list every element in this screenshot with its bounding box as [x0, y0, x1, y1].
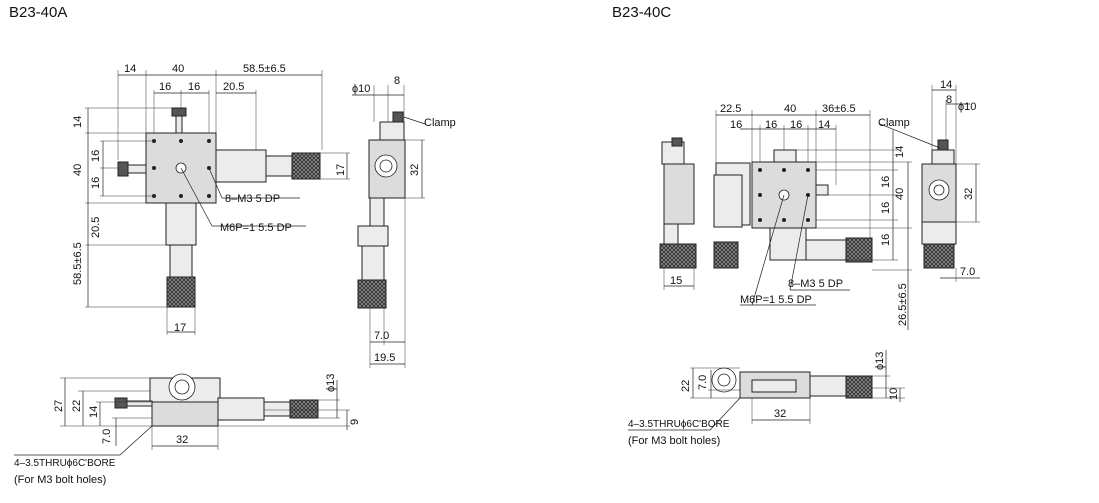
dim-14-side: 14	[88, 406, 100, 418]
dim-10: 10	[888, 388, 900, 400]
left-m3-holes	[152, 139, 211, 198]
dim-22-5: 22.5	[720, 103, 741, 115]
right-front-view	[628, 350, 905, 431]
dim-14-left: 14	[72, 116, 84, 128]
dim-9: 9	[349, 419, 361, 425]
label-clamp: Clamp	[878, 117, 910, 129]
dim-32-bottom: 32	[176, 434, 188, 446]
dim-17-right: 17	[335, 164, 347, 176]
right-top-view-labels: 22.5 40 36±6.5 16 16 16 14 14 16 40 16 1…	[670, 103, 909, 326]
dim-40-left: 40	[72, 164, 84, 176]
dim-58-top: 58.5±6.5	[243, 63, 286, 75]
dim-7-0-side: 7.0	[101, 429, 113, 444]
dim-7-0: 7.0	[374, 330, 389, 342]
dim-16c: 16	[790, 119, 802, 131]
left-model-title: B23-40A	[9, 4, 68, 21]
dim-32-side: 32	[963, 188, 975, 200]
right-x-knurl	[845, 237, 873, 263]
dim-27: 27	[53, 400, 65, 412]
dim-16a: 16	[159, 81, 171, 93]
dim-40: 40	[784, 103, 796, 115]
dim-32-side: 32	[409, 164, 421, 176]
left-side-knurl	[357, 279, 387, 309]
right-front-view-labels: 22 7.0 32 ϕ13 10 4–3.5THRUϕ6C'BORE (For …	[628, 352, 900, 447]
right-side-knurl	[923, 243, 955, 269]
dim-7-0-side: 7.0	[697, 375, 709, 390]
dim-16-left-b: 16	[90, 177, 102, 189]
left-side-clamp	[379, 121, 405, 141]
dim-40-top: 40	[172, 63, 184, 75]
right-model-title: B23-40C	[612, 4, 672, 21]
right-left-knurl	[659, 243, 697, 269]
right-m3-holes	[758, 168, 810, 222]
dim-58-left: 58.5±6.5	[72, 242, 84, 285]
left-front-view-labels: 27 22 14 7.0 32 ϕ13 9 4–3.5THRUϕ6C'BORE …	[14, 374, 361, 486]
left-clamp-knob	[171, 107, 187, 117]
dim-16a: 16	[730, 119, 742, 131]
left-x-micrometer-body	[215, 149, 267, 183]
dim-8: 8	[946, 94, 952, 106]
dim-8: 8	[394, 75, 400, 87]
label-m3-holes: 8–M3 5 DP	[788, 278, 843, 290]
dim-16-r1: 16	[880, 176, 892, 188]
label-bore: 4–3.5THRUϕ6C'BORE	[628, 419, 730, 430]
label-bolt: (For M3 bolt holes)	[14, 474, 106, 486]
left-y-micrometer-body	[165, 202, 197, 246]
dim-36: 36±6.5	[822, 103, 856, 115]
dim-14-side: 14	[940, 79, 952, 91]
dim-16b: 16	[765, 119, 777, 131]
dim-phi13: ϕ13	[874, 352, 886, 370]
label-bolt: (For M3 bolt holes)	[628, 435, 720, 447]
dim-16-r3: 16	[880, 234, 892, 246]
left-y-micrometer-knurl	[166, 276, 196, 308]
left-side-view	[352, 85, 426, 368]
dim-phi10: ϕ10	[958, 101, 976, 113]
dim-19-5: 19.5	[374, 352, 395, 364]
dim-40-r: 40	[894, 188, 906, 200]
left-side-view-labels: ϕ10 8 Clamp 32 7.0 19.5	[352, 75, 456, 364]
left-front-base	[151, 401, 219, 427]
dim-14-top: 14	[124, 63, 136, 75]
right-side-clamp	[931, 149, 955, 165]
dim-20-5-left: 20.5	[90, 217, 102, 238]
left-top-view	[85, 70, 350, 335]
left-side-knob	[117, 161, 129, 177]
label-m3-holes: 8–M3 5 DP	[225, 193, 280, 205]
dim-20-5-top: 20.5	[223, 81, 244, 93]
left-x-micrometer-knurl	[291, 152, 321, 180]
dim-16b: 16	[188, 81, 200, 93]
right-front-knurl	[845, 375, 873, 399]
dim-22: 22	[680, 380, 692, 392]
dim-16-left-a: 16	[90, 150, 102, 162]
dim-14: 14	[818, 119, 830, 131]
dim-phi10: ϕ10	[352, 83, 370, 95]
left-top-view-labels: 14 40 58.5±6.5 16 16 20.5 14 40 16 16 20…	[72, 63, 347, 334]
dim-32: 32	[774, 408, 786, 420]
left-front-knurl	[289, 399, 319, 419]
right-top-view	[659, 110, 912, 330]
label-m6-hole: M6P=1 5.5 DP	[740, 294, 812, 306]
label-bore: 4–3.5THRUϕ6C'BORE	[14, 458, 116, 469]
dim-17-bottom: 17	[174, 322, 186, 334]
dim-22: 22	[71, 400, 83, 412]
dim-phi13: ϕ13	[325, 374, 337, 392]
dim-15: 15	[670, 275, 682, 287]
dim-7-0: 7.0	[960, 266, 975, 278]
dim-14-right: 14	[894, 146, 906, 158]
dim-26-5: 26.5±6.5	[897, 283, 909, 326]
label-m6-hole: M6P=1 5.5 DP	[220, 222, 292, 234]
left-front-view	[14, 373, 350, 456]
dim-16-r2: 16	[880, 202, 892, 214]
right-side-view-labels: Clamp 14 8 ϕ10 32 7.0	[878, 79, 976, 278]
label-clamp: Clamp	[424, 117, 456, 129]
right-side-view	[879, 85, 980, 282]
